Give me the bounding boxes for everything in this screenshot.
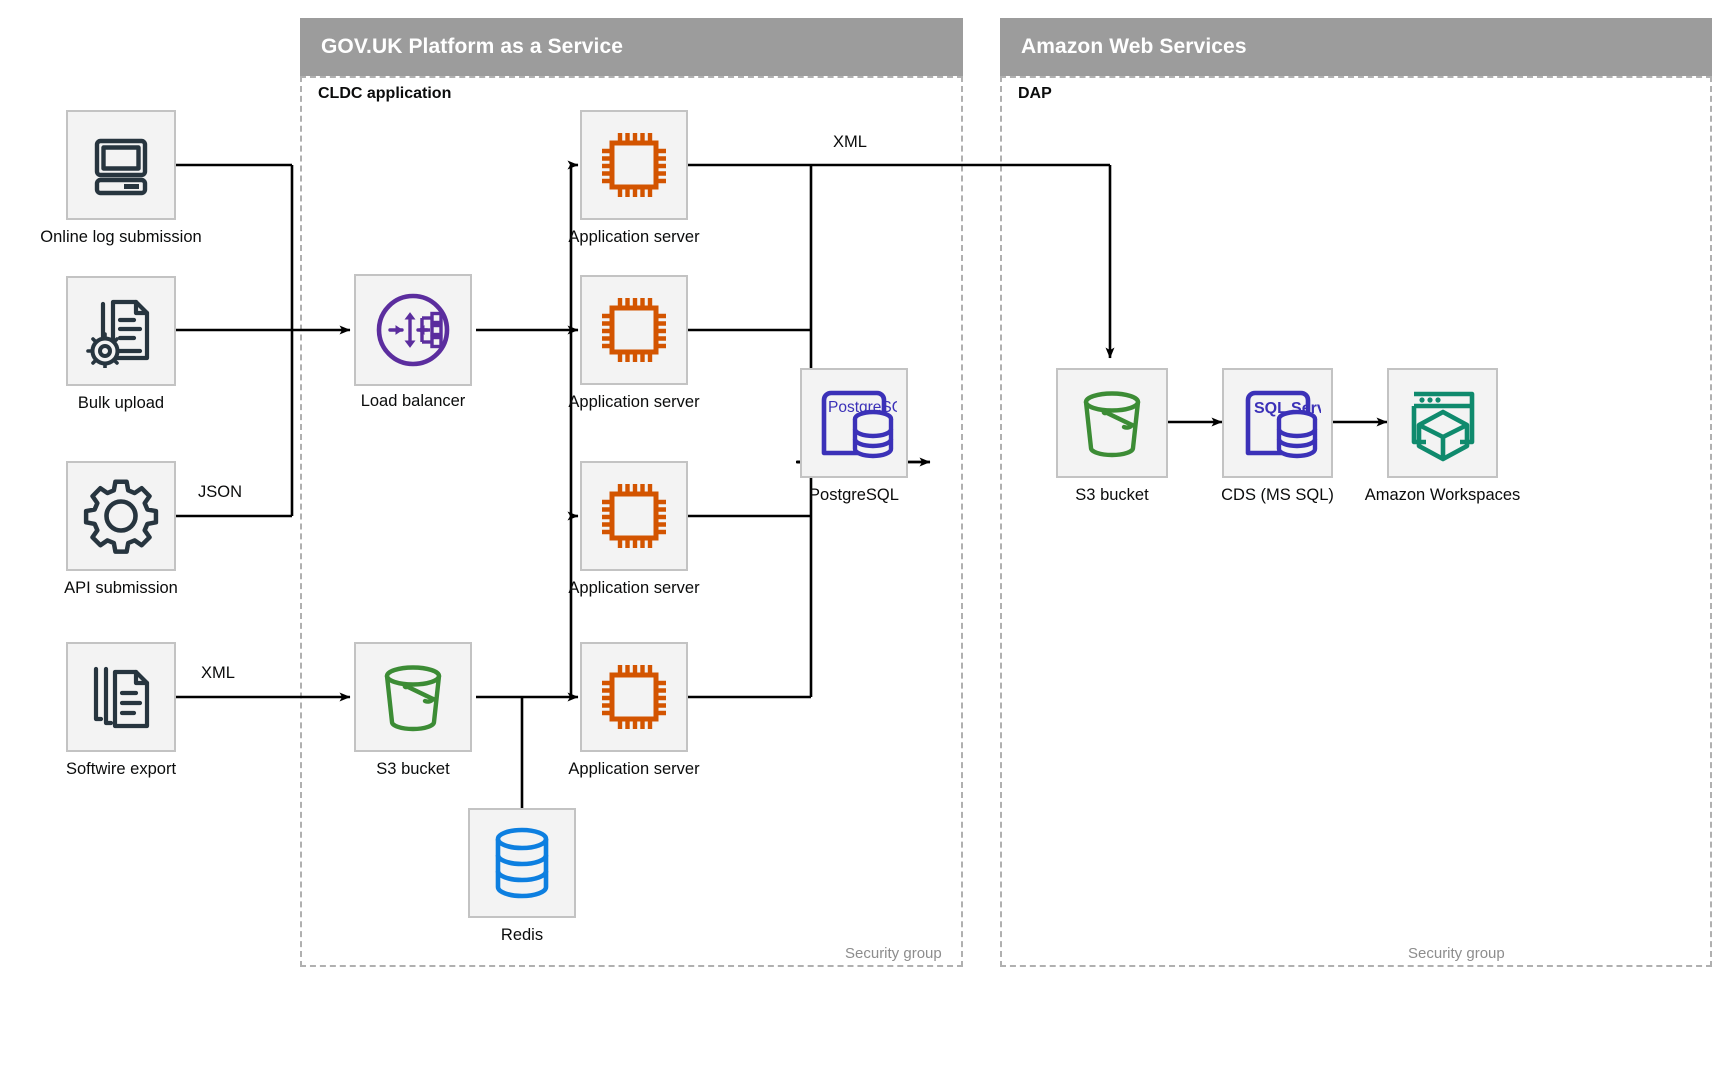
- cpu-chip-icon: [602, 665, 666, 729]
- node-s3-bucket-aws[interactable]: S3 bucket: [1056, 368, 1168, 504]
- node-amazon-workspaces[interactable]: Amazon Workspaces: [1365, 368, 1520, 504]
- group-subtitle-cldc: CLDC application: [318, 85, 452, 102]
- node-s3-bucket-paas[interactable]: S3 bucket: [354, 642, 472, 778]
- node-label: Softwire export: [65, 760, 177, 778]
- security-group-box-aws: [1000, 76, 1712, 967]
- node-app-server-1[interactable]: Application server: [568, 110, 700, 246]
- security-group-label-aws: Security group: [1408, 945, 1505, 962]
- edge-label-xml-to-s3: XML: [833, 133, 867, 151]
- node-app-server-3[interactable]: Application server: [568, 461, 700, 597]
- node-cds-ms-sql[interactable]: SQL Server CDS (MS SQL): [1221, 368, 1334, 504]
- node-label: Application server: [568, 579, 700, 597]
- node-label: Load balancer: [360, 392, 466, 410]
- node-label: S3 bucket: [376, 760, 450, 778]
- node-label: Amazon Workspaces: [1364, 486, 1521, 504]
- node-tile: [66, 110, 176, 220]
- node-label: Application server: [568, 393, 700, 411]
- node-redis[interactable]: Redis: [468, 808, 576, 944]
- node-label: S3 bucket: [1075, 486, 1149, 504]
- node-label: API submission: [64, 579, 178, 597]
- node-tile: [354, 274, 472, 386]
- node-label: Application server: [568, 228, 700, 246]
- load-balancer-icon: [376, 293, 450, 367]
- security-group-box-paas: [300, 76, 963, 967]
- amazon-workspaces-icon: [1411, 391, 1474, 462]
- s3-bucket-icon: [384, 665, 442, 732]
- node-tile: [580, 642, 688, 752]
- group-subtitle-dap: DAP: [1018, 85, 1052, 102]
- gear-icon: [83, 479, 159, 554]
- s3-bucket-icon: [1083, 391, 1141, 458]
- node-bulk-upload[interactable]: Bulk upload: [66, 276, 176, 412]
- sql-server-icon: SQL Server: [1245, 390, 1321, 459]
- node-label: PostgreSQL: [809, 486, 899, 504]
- node-label: Redis: [500, 926, 544, 944]
- cpu-chip-icon: [602, 484, 666, 548]
- security-group-label-paas: Security group: [845, 945, 942, 962]
- document-gear-icon: [86, 299, 150, 368]
- node-tile: [580, 110, 688, 220]
- group-header-aws: Amazon Web Services: [1000, 18, 1712, 76]
- node-online-log-submission[interactable]: Online log submission: [40, 110, 202, 246]
- cpu-chip-icon: [602, 298, 666, 362]
- node-postgresql[interactable]: PostgreSQL PostgreSQL: [800, 368, 908, 504]
- node-tile: [66, 276, 176, 386]
- node-app-server-4[interactable]: Application server: [568, 642, 700, 778]
- edge-label-xml-softwire: XML: [201, 664, 235, 682]
- node-api-submission[interactable]: API submission: [64, 461, 178, 597]
- edge-label-json: JSON: [198, 483, 243, 501]
- node-load-balancer[interactable]: Load balancer: [354, 274, 472, 410]
- group-header-paas: GOV.UK Platform as a Service: [300, 18, 963, 76]
- desktop-computer-icon: [94, 138, 148, 196]
- node-tile: [580, 275, 688, 385]
- node-tile: [354, 642, 472, 752]
- node-tile: [66, 642, 176, 752]
- node-softwire-export[interactable]: Softwire export: [66, 642, 176, 778]
- node-tile: [1387, 368, 1498, 478]
- group-header-title-aws: Amazon Web Services: [1021, 35, 1247, 58]
- database-cylinder-icon: [495, 827, 549, 899]
- document-stack-icon: [93, 666, 150, 729]
- node-tile: [468, 808, 576, 918]
- node-label: Online log submission: [40, 228, 202, 246]
- node-tile: [580, 461, 688, 571]
- node-tile: SQL Server: [1222, 368, 1333, 478]
- cpu-chip-icon: [602, 133, 666, 197]
- node-label: CDS (MS SQL): [1221, 486, 1334, 504]
- node-tile: [66, 461, 176, 571]
- node-tile: PostgreSQL: [800, 368, 908, 478]
- node-label: Bulk upload: [77, 394, 165, 412]
- node-app-server-2[interactable]: Application server: [568, 275, 700, 411]
- node-label: Application server: [568, 760, 700, 778]
- postgresql-icon: PostgreSQL: [821, 390, 897, 459]
- group-header-title-paas: GOV.UK Platform as a Service: [321, 35, 623, 58]
- node-tile: [1056, 368, 1168, 478]
